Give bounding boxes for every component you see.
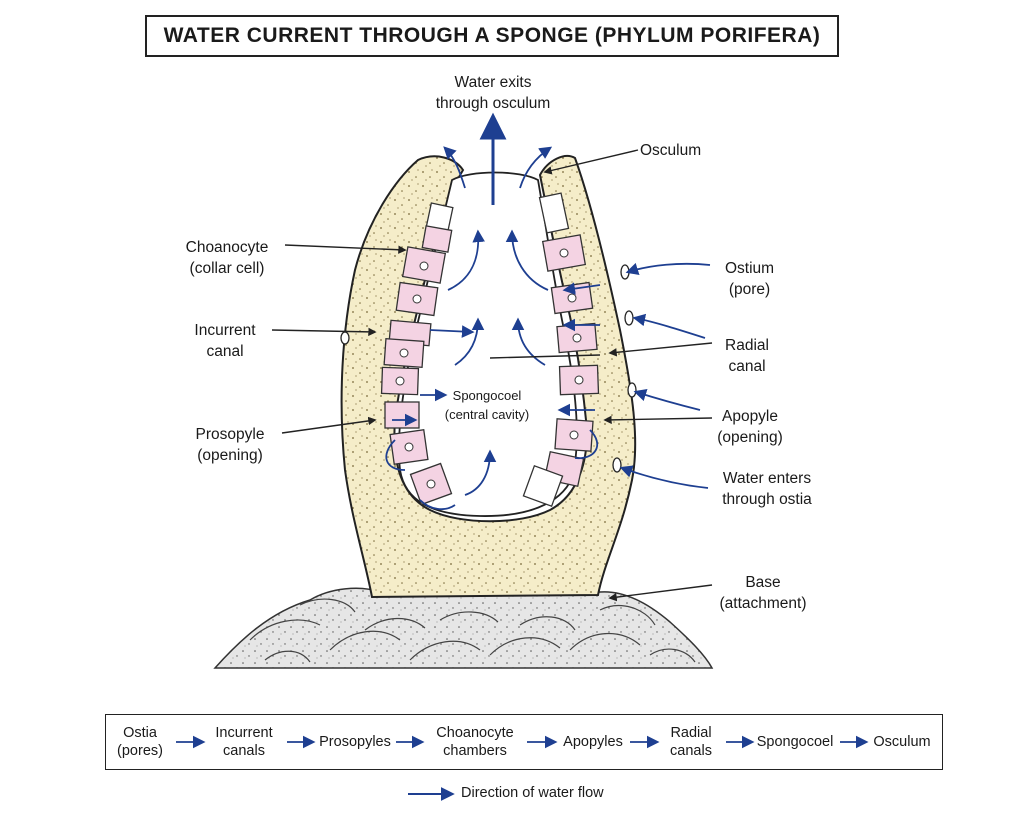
diagram-title: WATER CURRENT THROUGH A SPONGE (PHYLUM P…	[145, 15, 839, 57]
choanocyte-nuclei	[395, 248, 584, 489]
flow-step-prosopyles: Prosopyles	[319, 734, 391, 750]
flow-step-ostia: Ostia(pores)	[117, 725, 163, 759]
flow-step-spongocoel: Spongocoel	[756, 734, 834, 750]
internal-flow-arrows	[385, 112, 601, 511]
flow-step-osculum: Osculum	[873, 734, 931, 750]
label-choanocyte: Choanocyte(collar cell)	[185, 239, 269, 277]
legend-label: Direction of water flow	[461, 785, 604, 801]
label-osculum: Osculum	[640, 142, 702, 159]
label-ostium: Ostium(pore)	[724, 260, 775, 298]
rock-base	[213, 587, 714, 669]
leader-lines	[271, 149, 713, 602]
flow-step-apopyles: Apopyles	[563, 734, 623, 750]
label-spongocoel: Spongocoel(central cavity)	[444, 388, 530, 422]
label-base: Base(attachment)	[719, 574, 807, 612]
ostia-pores	[340, 264, 637, 473]
label-prosopyle: Prosopyle(opening)	[195, 426, 265, 464]
external-flow-arrows	[619, 262, 711, 489]
flow-summary-box	[105, 714, 943, 770]
label-apopyle: Apopyle(opening)	[717, 408, 783, 446]
